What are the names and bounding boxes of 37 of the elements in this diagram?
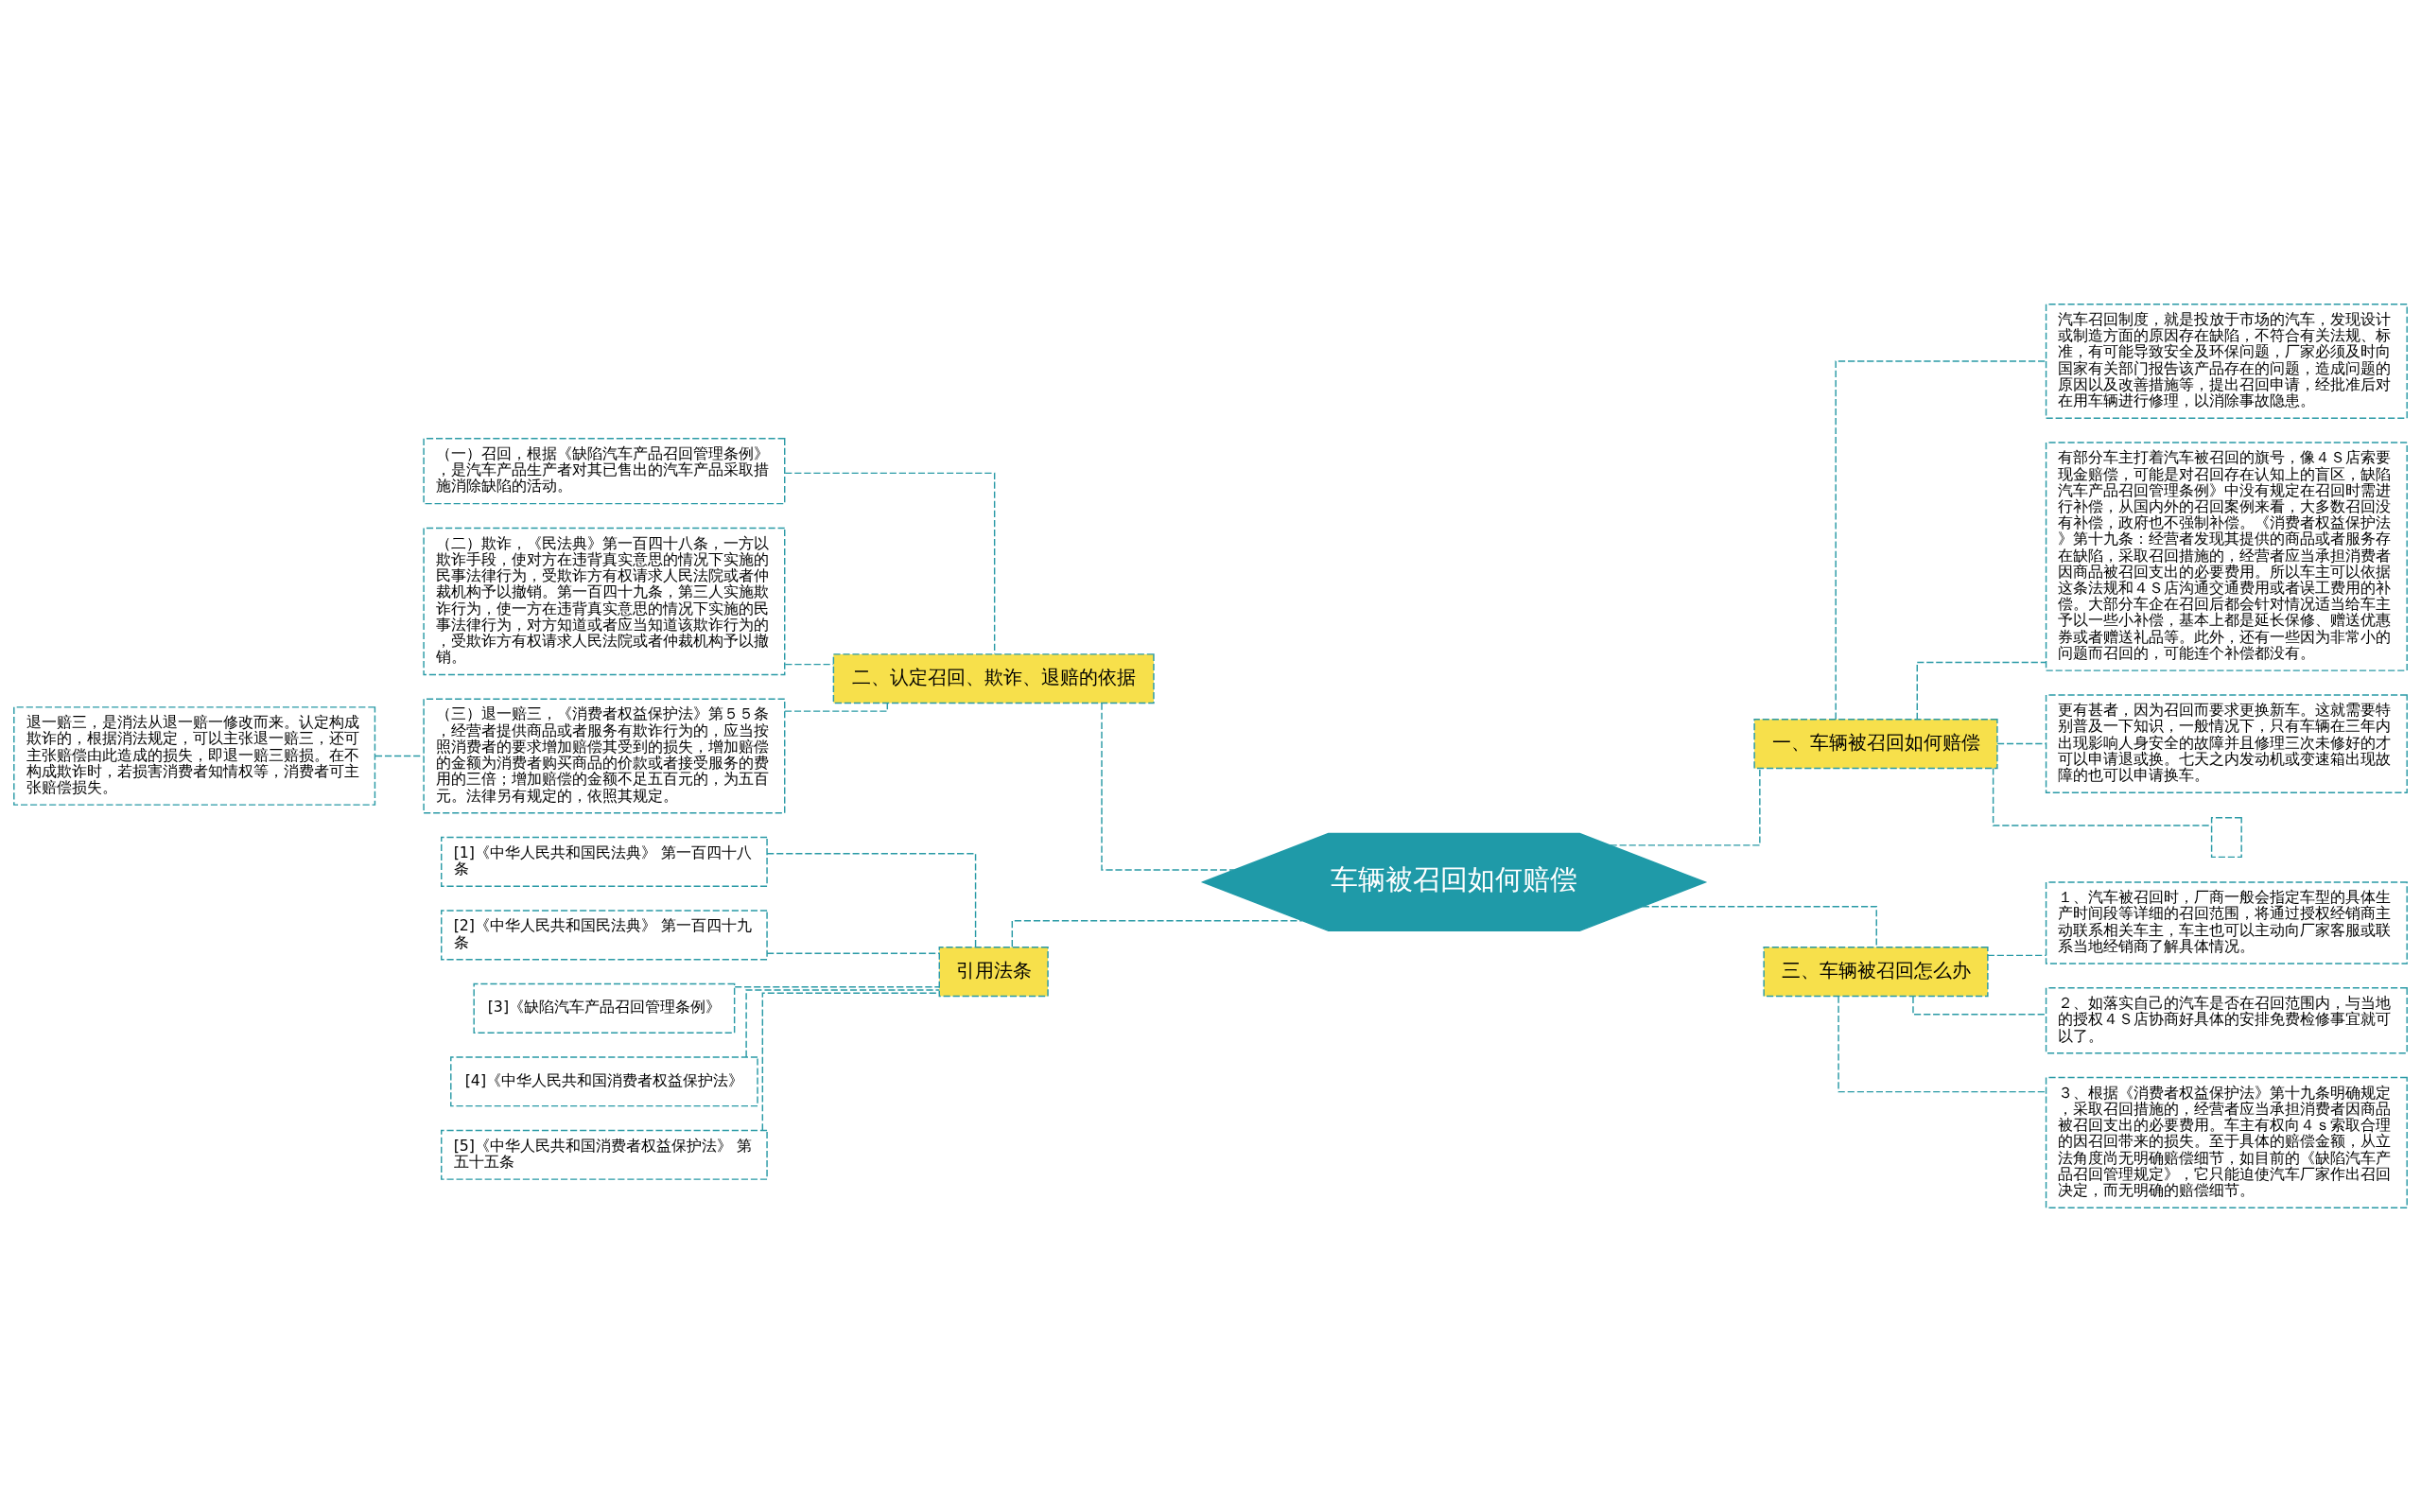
node-box: 引用法条 xyxy=(938,947,1049,998)
node-box: （二）欺诈，《民法典》第一百四十八条，一方以欺诈手段，使对方在违背真实意思的情况下实施的民事法律行为，受欺诈方有权请求人民法院或者仲裁机构予以撤销。第一百四十九条，第三人实施欺诈行为，使一方在违背真实意思的情况下实施的民事法律行为，对方知道或者应当知道该欺诈行为的，受欺诈方有权请求人民法院或者仲裁机构予以撤销。 xyxy=(423,527,786,676)
node-box: 二、认定召回、欺诈、退赔的依据 xyxy=(832,653,1155,704)
connector xyxy=(745,989,940,1058)
node-box: 三、车辆被召回怎么办 xyxy=(1763,947,1989,998)
connector xyxy=(1912,996,2047,1016)
connector xyxy=(1642,906,1877,948)
node-box: 更有甚者，因为召回而要求更换新车。这就需要特别普及一下知识，一般情况下，只有车辆在三年内出现影响人身安全的故障并且修理三次未修好的才可以申请退或换。七天之内发动机或变速箱出现故障的也可以申请换车。 xyxy=(2045,694,2408,793)
node-box: [3]《缺陷汽车产品召回管理条例》 xyxy=(473,982,736,1034)
connector xyxy=(1609,767,1761,846)
node-box: （三）退一赔三，《消费者权益保护法》第５５条，经营者提供商品或者服务有欺诈行为的，应当按照消费者的要求增加赔偿其受到的损失，增加赔偿的金额为消费者购买商品的价款或者接受服务的费用的三倍；增加赔偿的金额不足五百元的，为五百元。法律另有规定的，依照其规定。 xyxy=(423,698,786,814)
connector xyxy=(1101,703,1235,871)
connector xyxy=(766,853,977,948)
connector xyxy=(784,703,889,712)
connector xyxy=(1838,996,2047,1093)
node-box: ３、根据《消费者权益保护法》第十九条明确规定，采取召回措施的，经营者应当承担消费者因商品被召回支出的必要费用。车主有权向４ｓ索取合理的因召回带来的损失。至于具体的赔偿金额，从立法角度尚无明确赔偿细节，如目前的《缺陷汽车产品召回管理规定》，它只能迫使汽车厂家作出召回决定，而无明确的赔偿细节。 xyxy=(2045,1076,2408,1208)
connector xyxy=(1916,661,2047,721)
node-box: 有部分车主打着汽车被召回的旗号，像４Ｓ店索要现金赔偿，可能是对召回存在认知上的盲区，缺陷汽车产品召回管理条例》中没有规定在召回时需进行补偿，从国内外的召回案例来看，大多数召回没有补偿，政府也不强制补偿。《消费者权益保护法》第十九条：经营者发现其提供的商品或者服务存在缺陷，采取召回措施的，经营者应当承担消费者因商品被召回支出的必要费用。所以车主可以依据这条法规和４Ｓ店沟通交通费用或者误工费用的补偿。大部分车企在召回后都会针对情况适当给车主予以一些小补偿，基本上都是延长保修、赠送优惠券或者赠送礼品等。此外，还有一些因为非常小的问题而召回的，可能连个补偿都没有。 xyxy=(2045,442,2408,671)
connector xyxy=(1011,920,1303,948)
node-box: [5]《中华人民共和国消费者权益保护法》 第五十五条 xyxy=(441,1129,768,1180)
connector xyxy=(734,986,940,988)
node-box: ２、如落实自己的汽车是否在召回范围内，与当地的授权４Ｓ店协商好具体的安排免费检修事宜就可以了。 xyxy=(2045,987,2408,1054)
connector xyxy=(1835,360,2047,721)
node-box xyxy=(2210,817,2242,859)
node-box: [2]《中华人民共和国民法典》 第一百四十九条 xyxy=(441,910,768,961)
connector xyxy=(766,952,940,954)
connector xyxy=(784,472,996,655)
node-box: [1]《中华人民共和国民法典》 第一百四十八条 xyxy=(441,836,768,887)
node-box: [4]《中华人民共和国消费者权益保护法》 xyxy=(450,1056,758,1107)
node-box: 一、车辆被召回如何赔偿 xyxy=(1753,719,1998,770)
connector xyxy=(1996,742,2047,745)
node-box: １、汽车被召回时，厂商一般会指定车型的具体生产时间段等详细的召回范围，将通过授权经销商主动联系相关车主，车主也可以主动向厂家客服或联系当地经销商了解具体情况。 xyxy=(2045,881,2408,965)
connector xyxy=(1992,767,2213,826)
node-box: 汽车召回制度，就是投放于市场的汽车，发现设计或制造方面的原因存在缺陷，不符合有关法规、标准，有可能导致安全及环保问题，厂家必须及时向国家有关部门报告该产品存在的问题，造成问题的原因以及改善措施等，提出召回申请，经批准后对在用车辆进行修理，以消除事故隐患。 xyxy=(2045,304,2408,419)
connector xyxy=(1987,954,2047,957)
node-box: （一）召回，根据《缺陷汽车产品召回管理条例》，是汽车产品生产者对其已售出的汽车产品采取措施消除缺陷的活动。 xyxy=(423,438,786,505)
node-box: 退一赔三，是消法从退一赔一修改而来。认定构成欺诈的，根据消法规定，可以主张退一赔三，还可主张赔偿由此造成的损失，即退一赔三赔损。在不构成欺诈时，若损害消费者知情权等，消费者可主张赔偿损失。 xyxy=(13,706,376,806)
